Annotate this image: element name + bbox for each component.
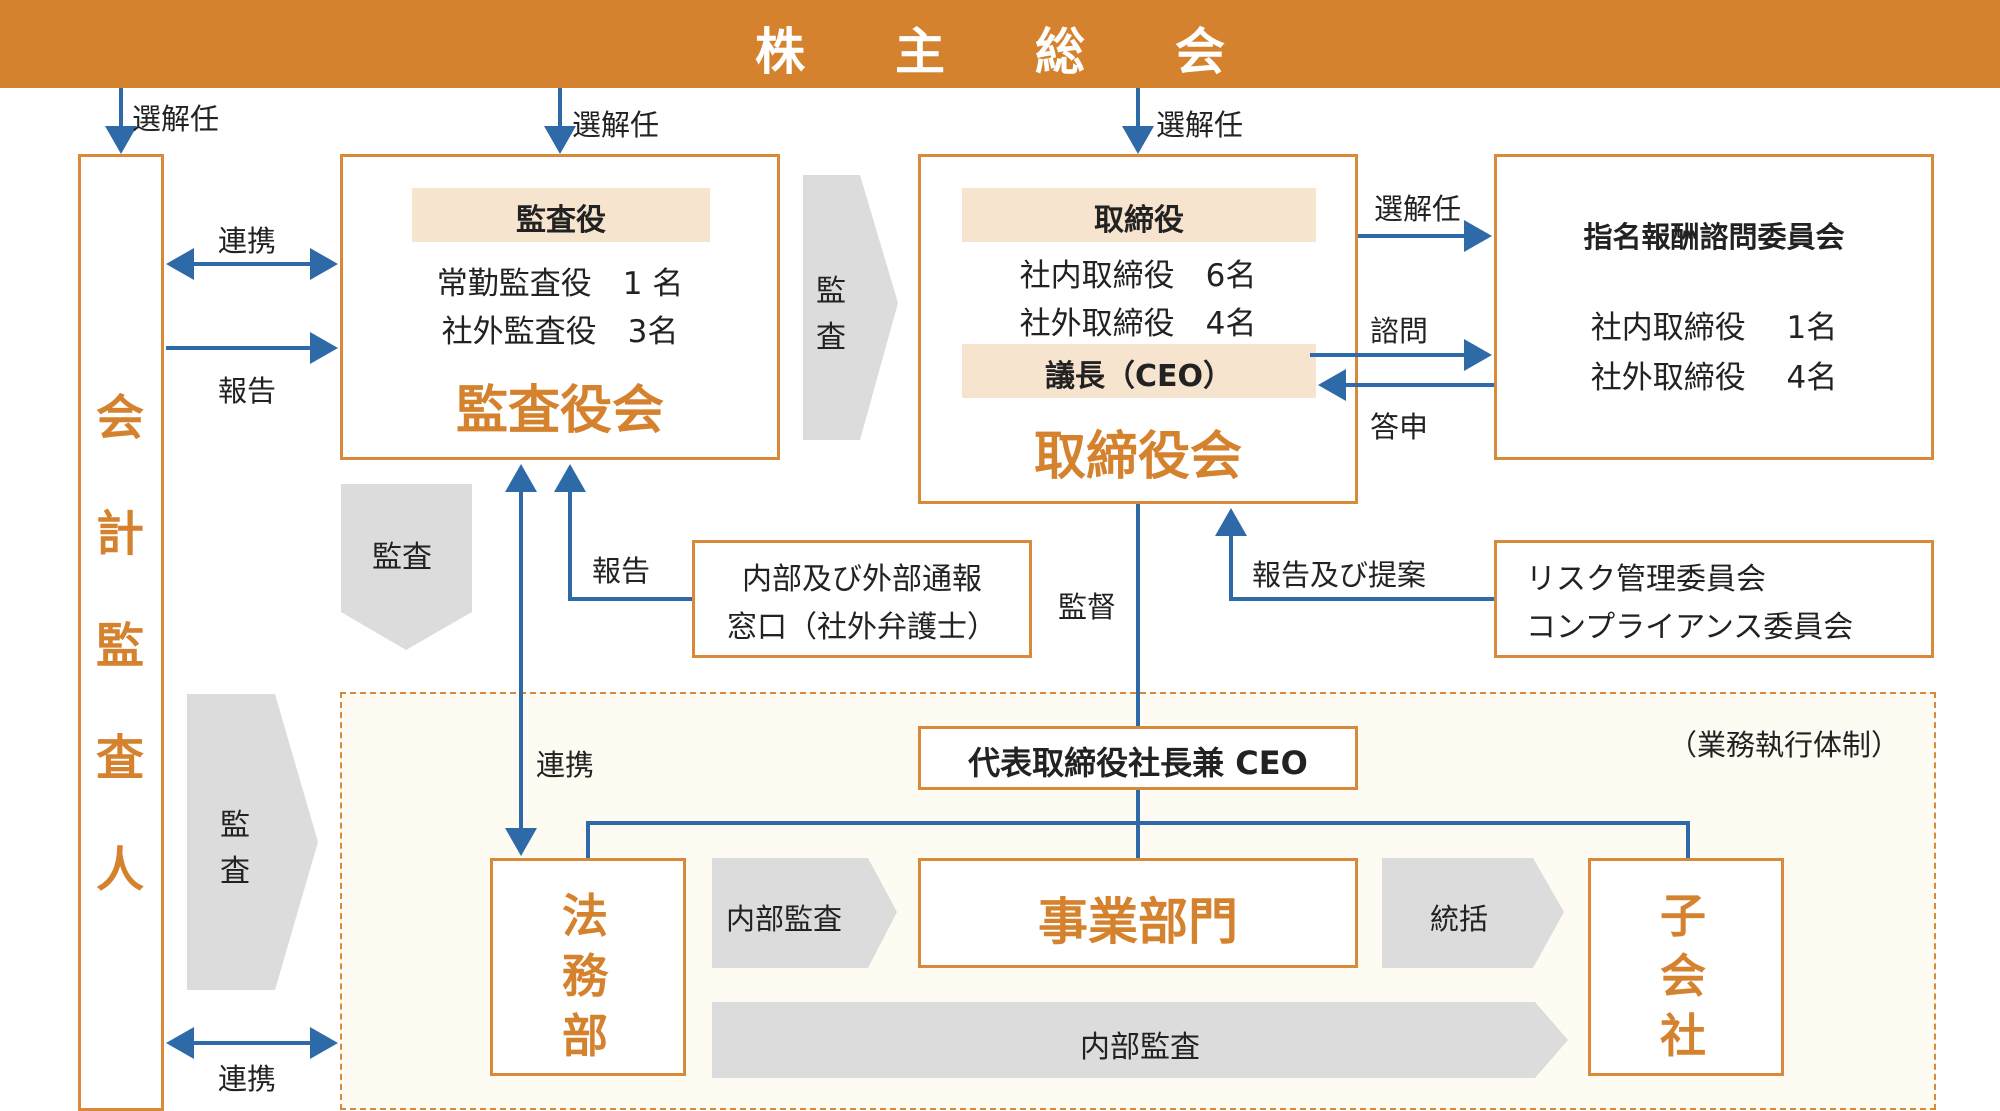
audit-board-heading-bg [412, 188, 710, 242]
chevron-toukatsu-label: 統括 [1430, 902, 1489, 936]
label-legal-renkei: 連携 [536, 748, 595, 782]
legal-char-1: 法 [562, 889, 608, 943]
label-renkei-top: 連携 [218, 224, 277, 258]
label-elect-directors: 選解任 [1156, 108, 1244, 142]
chevron-internal-audit-label: 内部監査 [726, 902, 843, 936]
label-elect-nomination: 選解任 [1374, 192, 1462, 226]
directors-heading: 取締役 [1094, 203, 1184, 238]
ceo-box [918, 726, 1358, 790]
line-ceo-branches [586, 821, 1690, 858]
auditor-char-5: 人 [96, 842, 145, 898]
audit-board-title: 監査役会 [455, 381, 664, 441]
label-renkei-bottom: 連携 [218, 1062, 277, 1096]
nomination-heading: 指名報酬諮問委員会 [1583, 220, 1845, 254]
auditor-char-4: 査 [96, 730, 145, 786]
arrow-risk-report [1215, 508, 1494, 601]
chevron-audit-left-char2: 査 [220, 854, 250, 889]
directors-heading-bg [962, 188, 1316, 242]
subsidiary-char-3: 社 [1660, 1009, 1706, 1063]
header-bar [0, 0, 2000, 88]
audit-board-heading: 監査役 [516, 203, 606, 238]
chevron-audit-top-char1: 監 [816, 274, 846, 309]
subsidiary-box [1588, 858, 1784, 1076]
label-houkoku: 報告 [218, 374, 277, 408]
risk-line1: リスク管理委員会 [1526, 562, 1766, 597]
chair-bg [962, 344, 1316, 398]
chevron-audit-left-char1: 監 [220, 808, 250, 843]
business-dept-box [918, 858, 1358, 968]
audit-board-line2: 社外監査役 3名 [441, 314, 679, 350]
nomination-committee-box [1494, 154, 1934, 460]
label-risk-report: 報告及び提案 [1252, 558, 1427, 592]
label-whistle-report: 報告 [592, 554, 651, 588]
nomination-line2: 社外取締役 4名 [1590, 360, 1838, 396]
auditor-char-2: 計 [96, 506, 145, 562]
business-dept-label: 事業部門 [1038, 893, 1238, 951]
risk-line2: コンプライアンス委員会 [1526, 610, 1854, 645]
nomination-line1: 社内取締役 1名 [1590, 310, 1838, 346]
chevron-internal-audit-long-label: 内部監査 [1080, 1030, 1200, 1065]
directors-line1: 社内取締役 6名 [1019, 258, 1257, 294]
label-toushin: 答申 [1370, 410, 1429, 444]
label-shimon: 諮問 [1370, 314, 1429, 348]
whistleblower-box [692, 540, 1032, 658]
subsidiary-char-2: 会 [1660, 949, 1706, 1003]
label-elect-auditor: 選解任 [132, 102, 220, 136]
execution-system-label: （業務執行体制） [1667, 728, 1900, 762]
directors-line2: 社外取締役 4名 [1019, 306, 1257, 342]
auditor-char-3: 監 [96, 618, 145, 674]
label-kantoku: 監督 [1058, 590, 1117, 624]
chevron-audit-top-char2: 査 [816, 320, 846, 355]
arrow-whistle-report [554, 464, 692, 601]
chevron-audit-right-left [187, 694, 318, 990]
subsidiary-char-1: 子 [1660, 889, 1706, 943]
auditor-char-1: 会 [96, 390, 145, 446]
whistleblower-line1: 内部及び外部通報 [742, 562, 982, 597]
risk-committee-box [1494, 540, 1934, 658]
accounting-auditor-box [78, 154, 164, 1111]
whistleblower-line2: 窓口（社外弁護士） [727, 610, 997, 645]
label-elect-audit-board: 選解任 [572, 108, 660, 142]
chevron-audit-right-top [803, 175, 898, 440]
chair-label: 議長（CEO） [1044, 359, 1233, 394]
directors-title: 取締役会 [1033, 427, 1242, 487]
legal-dept-box [490, 858, 686, 1076]
ceo-label: 代表取締役社長兼 CEO [968, 744, 1308, 782]
audit-board-line1: 常勤監査役 1 名 [436, 266, 684, 302]
header-title: 株 主 総 会 [755, 23, 1245, 81]
chevron-audit-down [341, 484, 472, 650]
chevron-audit-down-label: 監査 [372, 540, 432, 575]
legal-char-3: 部 [562, 1009, 608, 1063]
legal-char-2: 務 [562, 949, 608, 1003]
